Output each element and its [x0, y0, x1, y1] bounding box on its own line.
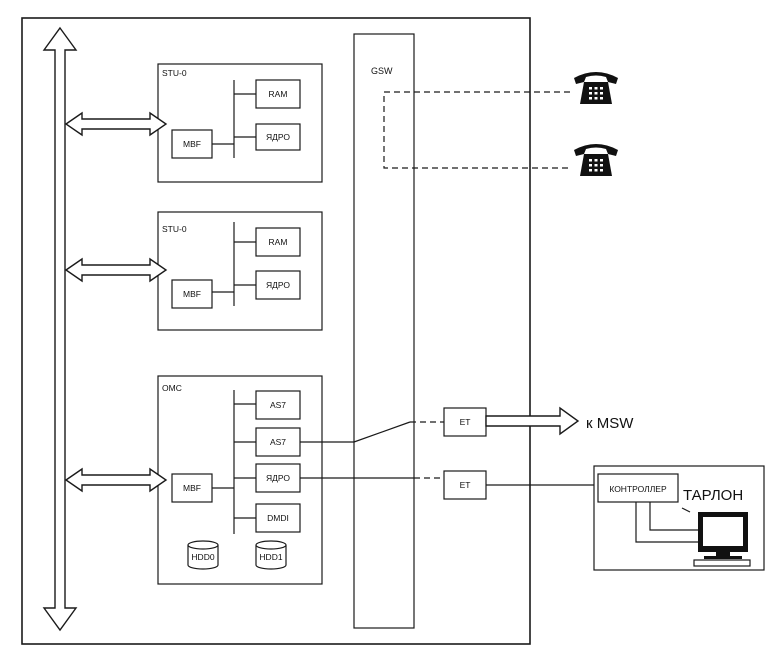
stu-mid-ram-label: RAM — [269, 237, 288, 247]
stu-top-core — [255, 123, 301, 151]
et-box-top — [443, 407, 487, 437]
et-bottom-label: ET — [460, 480, 471, 490]
stu-mid-core — [255, 270, 301, 300]
omc-mbf-label: MBF — [183, 483, 201, 493]
stu-mid-mbf-label: MBF — [183, 289, 201, 299]
stu-mid-title: STU-0 — [162, 224, 187, 234]
hdd0-disk-icon — [187, 540, 219, 570]
stu-top-ram — [255, 79, 301, 109]
gsw-label: GSW — [371, 66, 393, 76]
system-bus-arrow — [42, 26, 78, 632]
hdd1-disk-icon — [255, 540, 287, 570]
hdd0-label: HDD0 — [191, 552, 214, 562]
msw-arrow — [485, 406, 580, 436]
stu-mid-ram — [255, 227, 301, 257]
omc-core-label: ЯДРО — [266, 473, 290, 483]
omc-as7-a — [255, 390, 301, 420]
stu-top-mbf — [171, 129, 213, 159]
stu-top-bus-arrow — [64, 111, 168, 137]
omc-dmdi-label: DMDI — [267, 513, 289, 523]
stu-top-ram-label: RAM — [269, 89, 288, 99]
telephone-icon — [574, 72, 618, 104]
terminal-station: КОНТРОЛЛЕР ТАРЛОН — [593, 465, 765, 571]
stu-mid-bus-arrow — [64, 257, 168, 283]
et-top-label: ET — [460, 417, 471, 427]
omc-as7-b — [255, 427, 301, 457]
stu-top-title: STU-0 — [162, 68, 187, 78]
gsw-switch — [353, 33, 415, 629]
omc-as7-a-label: AS7 — [270, 400, 286, 410]
et-box-bottom — [443, 470, 487, 500]
omc-bus-arrow — [64, 467, 168, 493]
omc-title: OMC — [162, 383, 182, 393]
stu-top-mbf-label: MBF — [183, 139, 201, 149]
terminal-label: ТАРЛОН — [683, 487, 743, 504]
controller-box — [597, 473, 679, 503]
omc-as7-b-label: AS7 — [270, 437, 286, 447]
stu-mid-mbf — [171, 279, 213, 309]
msw-label: к MSW — [586, 415, 634, 432]
stu-mid-core-label: ЯДРО — [266, 280, 290, 290]
hdd1-label: HDD1 — [259, 552, 282, 562]
omc-dmdi — [255, 503, 301, 533]
stu-unit-top: STU-0 RAM ЯДРО MBF — [157, 63, 323, 183]
controller-label: КОНТРОЛЛЕР — [609, 484, 667, 494]
stu-top-core-label: ЯДРО — [266, 132, 290, 142]
phone-link-dashed — [383, 91, 570, 169]
telephone-icon — [574, 144, 618, 176]
stu-unit-middle: STU-0 RAM ЯДРО MBF — [157, 211, 323, 331]
omc-core — [255, 463, 301, 493]
omc-unit: OMC AS7 AS7 ЯДРО DMDI MBF HDD0 HDD1 — [157, 375, 323, 585]
omc-mbf — [171, 473, 213, 503]
computer-monitor-icon — [693, 512, 751, 567]
